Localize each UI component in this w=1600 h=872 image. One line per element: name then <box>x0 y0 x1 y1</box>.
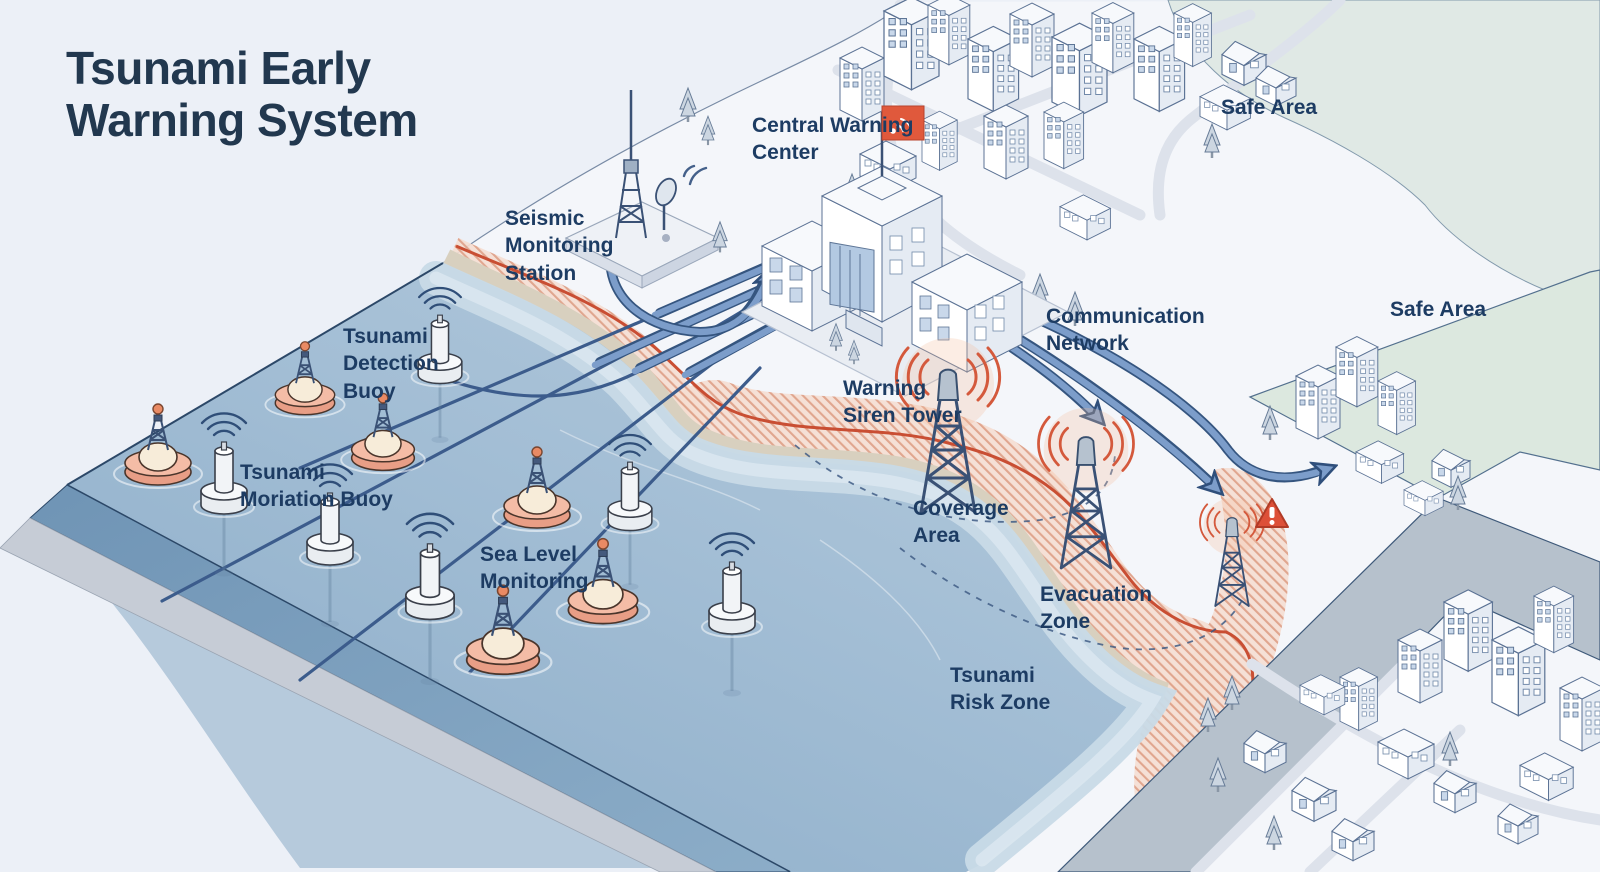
city-building <box>839 46 885 122</box>
ocean-slab-base <box>0 517 717 872</box>
label-tsunami-risk-zone: Tsunami Risk Zone <box>950 664 1051 715</box>
label-central-warning-center: Central Warning Center <box>752 114 914 165</box>
lowland-city <box>1190 585 1600 872</box>
label-communication-network: Communication Network <box>1046 305 1205 356</box>
city-building <box>1009 2 1055 78</box>
safe-area-right-platform <box>1248 269 1600 517</box>
label-tsunami-moriation-buoy: Tsunami Moriation Buoy <box>240 461 393 512</box>
coastal-city <box>832 0 1346 328</box>
city-building <box>927 0 971 66</box>
terrain-outline <box>442 1 909 264</box>
label-evacuation-zone: Evacuation Zone <box>1040 583 1153 634</box>
city-building <box>921 110 958 171</box>
lattice-tower-icon <box>615 90 647 239</box>
city-building <box>1377 371 1416 435</box>
city-building <box>1339 667 1378 731</box>
alert-flag-icon <box>880 105 925 176</box>
label-safe-area-right: Safe Area <box>1390 298 1487 321</box>
label-seismic-monitoring-station: Seismic Monitoring Station <box>505 207 614 285</box>
page-title: Tsunami Early Warning System <box>66 42 418 147</box>
label-safe-area-top: Safe Area <box>1221 96 1318 119</box>
central-warning-center <box>740 105 1070 397</box>
warning-triangle-icon <box>1255 498 1289 528</box>
city-building <box>1335 336 1379 408</box>
label-coverage-area: Coverage Area <box>913 497 1009 548</box>
label-tsunami-detection-buoy: Tsunami Detection Buoy <box>343 325 439 403</box>
label-warning-siren-tower: Warning Siren Tower <box>843 377 962 428</box>
city-building <box>1295 364 1341 440</box>
coverage-area-arcs <box>794 444 1246 651</box>
seismic-monitoring-station <box>564 90 720 289</box>
city-building <box>1443 589 1493 672</box>
city-building <box>1397 628 1443 704</box>
city-building <box>1173 3 1212 67</box>
city-building <box>1091 2 1135 74</box>
ocean-slab-side <box>29 484 791 872</box>
satellite-dish-icon <box>655 177 677 242</box>
city-building <box>1559 676 1600 752</box>
label-sea-level-monitoring: Sea Level Monitoring <box>480 543 589 594</box>
city-building <box>1533 585 1575 654</box>
city-building <box>983 104 1029 180</box>
city-building <box>1043 101 1085 170</box>
signal-waves-icon <box>682 164 708 186</box>
